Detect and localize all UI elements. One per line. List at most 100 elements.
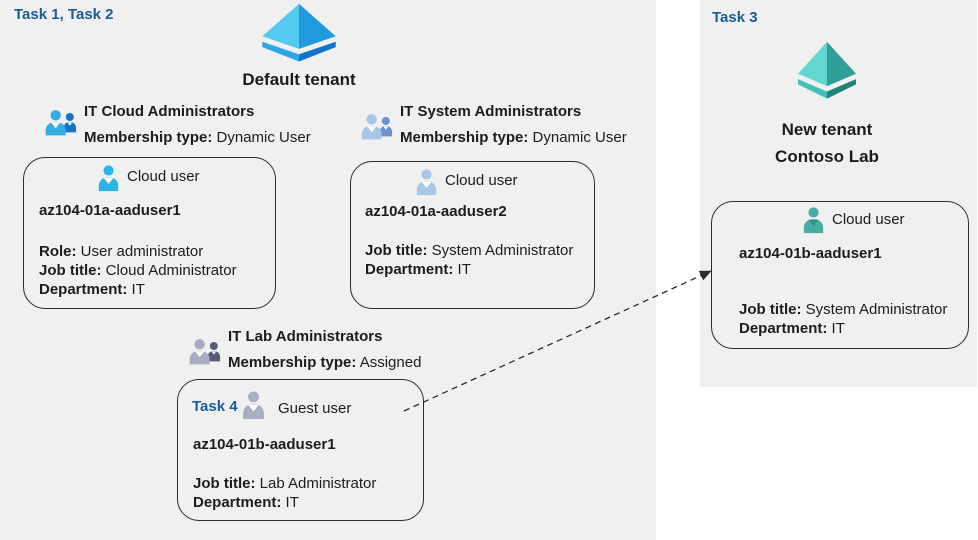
group-membership-lab-admins: Membership type: Assigned xyxy=(228,354,421,371)
field-value: IT xyxy=(827,320,845,337)
group-icon-back-body xyxy=(379,126,393,137)
user-name: az104-01b-aaduser1 xyxy=(739,245,882,262)
default-tenant-title: Default tenant xyxy=(242,70,356,89)
group-title-cloud-admins: IT Cloud Administrators xyxy=(84,103,255,120)
cloud-user-icon xyxy=(416,169,437,196)
group-icon-front-head xyxy=(50,110,61,121)
tenant-icon-left-face xyxy=(797,41,827,87)
default-tenant-panel xyxy=(0,0,656,540)
field-job-title: Job title: System Administrator xyxy=(365,241,573,260)
group-icon-front-head xyxy=(194,339,205,350)
group-icon-back-body xyxy=(63,122,77,133)
field-value: User administrator xyxy=(76,243,204,260)
user-icon-body xyxy=(243,404,264,420)
user-card-new-tenant: Cloud user az104-01b-aaduser1 Job title:… xyxy=(711,201,969,349)
group-icon-front-collar xyxy=(195,351,205,358)
tenant-icon-base-left xyxy=(262,41,299,62)
field-label: Job title: xyxy=(739,301,802,318)
field-value: Lab Administrator xyxy=(255,475,377,492)
group-icon-front-body xyxy=(361,126,382,140)
user-name: az104-01b-aaduser1 xyxy=(193,436,336,453)
group-icon xyxy=(189,339,221,365)
group-icon-front-collar xyxy=(51,122,61,129)
membership-type-label: Membership type: xyxy=(400,129,529,146)
guest-user-icon xyxy=(243,391,264,420)
group-icon-front-collar xyxy=(367,126,377,133)
field-job-title: Job title: Lab Administrator xyxy=(193,474,376,493)
group-title-lab-admins: IT Lab Administrators xyxy=(228,328,383,345)
field-label: Department: xyxy=(739,320,828,337)
field-label: Job title: xyxy=(39,262,102,279)
field-value: IT xyxy=(281,494,299,511)
task-1-2-label: Task 1, Task 2 xyxy=(14,6,114,23)
user-card-aaduser2: Cloud user az104-01a-aaduser2 Job title:… xyxy=(350,161,595,309)
new-tenant-title-line1: New tenant xyxy=(781,120,873,139)
group-icon-back-head xyxy=(65,113,74,121)
membership-type-label: Membership type: xyxy=(84,129,213,146)
task-3-label: Task 3 xyxy=(712,9,758,26)
field-department: Department: IT xyxy=(39,280,237,299)
group-icon-back-head xyxy=(209,342,218,350)
field-label: Department: xyxy=(193,494,282,511)
group-icon xyxy=(45,110,77,136)
field-value: Cloud Administrator xyxy=(101,262,237,279)
field-job-title: Job title: Cloud Administrator xyxy=(39,261,237,280)
field-value: IT xyxy=(453,261,471,278)
user-icon-head xyxy=(808,207,819,218)
tenant-icon-base-left xyxy=(797,79,827,99)
guest-user-card: Task 4 Guest user az104-01b-aaduser1 Job… xyxy=(177,379,424,521)
user-icon-body xyxy=(98,177,119,192)
membership-type-value: Dynamic User xyxy=(212,129,311,146)
field-label: Department: xyxy=(365,261,454,278)
field-job-title: Job title: System Administrator xyxy=(739,300,947,319)
task-4-label: Task 4 xyxy=(192,398,238,415)
tenant-icon-left-face xyxy=(262,3,299,49)
user-fields: Job title: System Administrator Departme… xyxy=(365,241,573,279)
group-icon-back-body xyxy=(207,351,221,362)
membership-type-value: Assigned xyxy=(356,354,422,371)
membership-type-label: Membership type: xyxy=(228,354,357,371)
field-role: Role: User administrator xyxy=(39,242,237,261)
user-icon-collar xyxy=(421,181,432,188)
user-name: az104-01a-aaduser1 xyxy=(39,202,181,219)
group-icon-back-collar xyxy=(67,122,73,126)
group-icon-back-collar xyxy=(211,351,217,355)
field-label: Job title: xyxy=(365,242,428,259)
user-card-aaduser1: Cloud user az104-01a-aaduser1 Role: User… xyxy=(23,157,276,309)
field-department: Department: IT xyxy=(739,319,947,338)
contoso-tenant-icon xyxy=(797,41,857,99)
user-icon-head xyxy=(248,391,259,403)
group-icon xyxy=(361,114,393,140)
azure-ad-tenant-icon xyxy=(262,3,336,62)
user-type-label: Cloud user xyxy=(127,168,200,185)
user-name: az104-01a-aaduser2 xyxy=(365,203,507,220)
user-icon-head xyxy=(421,169,432,180)
field-label: Department: xyxy=(39,281,128,298)
field-value: System Administrator xyxy=(427,242,574,259)
group-title-system-admins: IT System Administrators xyxy=(400,103,582,120)
user-fields: Job title: Lab Administrator Department:… xyxy=(193,474,376,512)
group-icon-back-head xyxy=(381,117,390,125)
user-icon-head xyxy=(103,165,114,176)
field-label: Role: xyxy=(39,243,77,260)
membership-type-value: Dynamic User xyxy=(528,129,627,146)
field-label: Job title: xyxy=(193,475,256,492)
user-type-label: Guest user xyxy=(278,400,352,417)
field-department: Department: IT xyxy=(193,493,376,512)
field-department: Department: IT xyxy=(365,260,573,279)
group-membership-cloud-admins: Membership type: Dynamic User xyxy=(84,129,311,146)
user-type-label: Cloud user xyxy=(445,172,518,189)
user-icon-collar xyxy=(808,219,819,226)
user-icon-collar xyxy=(103,177,114,184)
user-fields: Role: User administrator Job title: Clou… xyxy=(39,242,237,299)
user-fields: Job title: System Administrator Departme… xyxy=(739,300,947,338)
cloud-user-icon xyxy=(98,165,119,192)
tenant-icon-right-face xyxy=(299,3,336,49)
cloud-user-icon xyxy=(803,207,824,234)
group-membership-system-admins: Membership type: Dynamic User xyxy=(400,129,627,146)
tenant-icon-base-right xyxy=(299,41,336,62)
field-value: IT xyxy=(127,281,145,298)
user-icon-body xyxy=(416,181,437,196)
user-icon-body xyxy=(803,219,824,234)
tenant-icon-right-face xyxy=(827,41,857,87)
